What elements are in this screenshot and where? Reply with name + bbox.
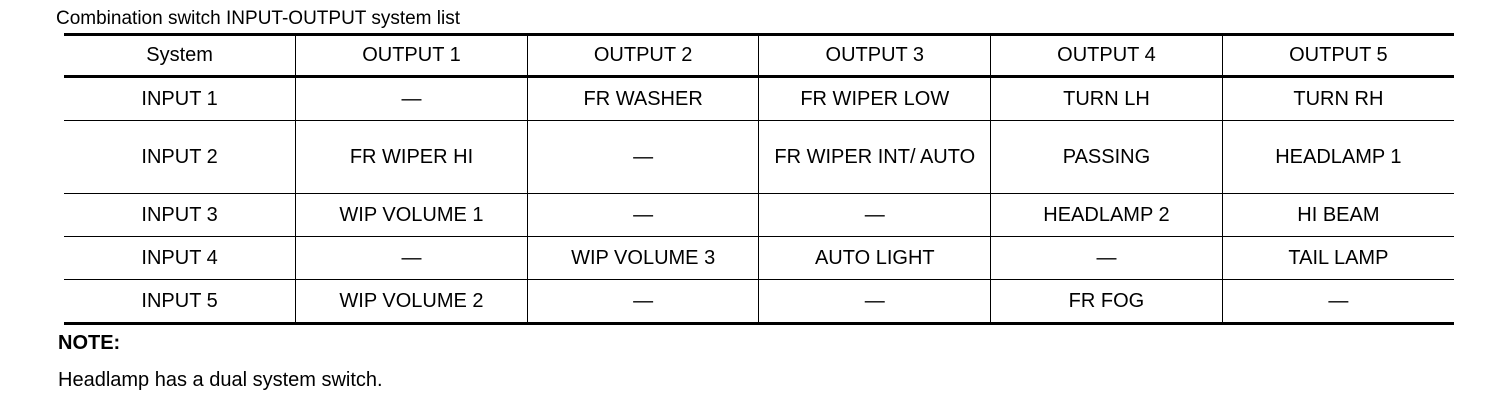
table-cell: HEADLAMP 1	[1221, 120, 1454, 194]
system-list-table: System OUTPUT 1 OUTPUT 2 OUTPUT 3 OUTPUT…	[64, 33, 1454, 325]
table-cell: INPUT 1	[64, 76, 297, 121]
table-cell: —	[295, 76, 528, 121]
table-cell: —	[526, 120, 760, 194]
table-cell: PASSING	[990, 120, 1223, 194]
table-row: INPUT 1 — FR WASHER FR WIPER LOW TURN LH…	[64, 76, 1454, 121]
table-cell: WIP VOLUME 2	[295, 279, 528, 325]
table-row: INPUT 4 — WIP VOLUME 3 AUTO LIGHT — TAIL…	[64, 236, 1454, 280]
table-cell: INPUT 2	[64, 120, 297, 194]
table-cell: AUTO LIGHT	[758, 236, 992, 280]
table-header-row: System OUTPUT 1 OUTPUT 2 OUTPUT 3 OUTPUT…	[64, 33, 1454, 78]
table-cell: —	[990, 236, 1223, 280]
column-header-output-3: OUTPUT 3	[758, 33, 992, 78]
table-row: INPUT 3 WIP VOLUME 1 — — HEADLAMP 2 HI B…	[64, 193, 1454, 237]
table-cell: FR WASHER	[526, 76, 760, 121]
table-cell: INPUT 4	[64, 236, 297, 280]
table-cell: WIP VOLUME 3	[526, 236, 760, 280]
table-cell: —	[758, 193, 992, 237]
column-header-output-5: OUTPUT 5	[1221, 33, 1454, 78]
table-cell: WIP VOLUME 1	[295, 193, 528, 237]
column-header-output-4: OUTPUT 4	[990, 33, 1223, 78]
table-cell: —	[758, 279, 992, 325]
table-cell: TAIL LAMP	[1221, 236, 1454, 280]
table-cell: TURN LH	[990, 76, 1223, 121]
column-header-system: System	[64, 33, 297, 78]
column-header-output-2: OUTPUT 2	[526, 33, 760, 78]
table-cell: HI BEAM	[1221, 193, 1454, 237]
table-cell: TURN RH	[1221, 76, 1454, 121]
table-cell: —	[526, 279, 760, 325]
table-cell: —	[1221, 279, 1454, 325]
table-cell: HEADLAMP 2	[990, 193, 1223, 237]
table-cell: —	[526, 193, 760, 237]
table-cell: INPUT 5	[64, 279, 297, 325]
table-cell: INPUT 3	[64, 193, 297, 237]
table-cell: FR WIPER INT/ AUTO	[758, 120, 992, 194]
note-text: Headlamp has a dual system switch.	[58, 369, 383, 391]
table-row: INPUT 2 FR WIPER HI — FR WIPER INT/ AUTO…	[64, 120, 1454, 194]
table-cell: FR WIPER HI	[295, 120, 528, 194]
table-cell: FR FOG	[990, 279, 1223, 325]
table-cell: FR WIPER LOW	[758, 76, 992, 121]
note-title: NOTE:	[58, 332, 121, 354]
column-header-output-1: OUTPUT 1	[295, 33, 528, 78]
table-cell: —	[295, 236, 528, 280]
table-row: INPUT 5 WIP VOLUME 2 — — FR FOG —	[64, 279, 1454, 325]
table-caption: Combination switch INPUT-OUTPUT system l…	[56, 8, 461, 29]
